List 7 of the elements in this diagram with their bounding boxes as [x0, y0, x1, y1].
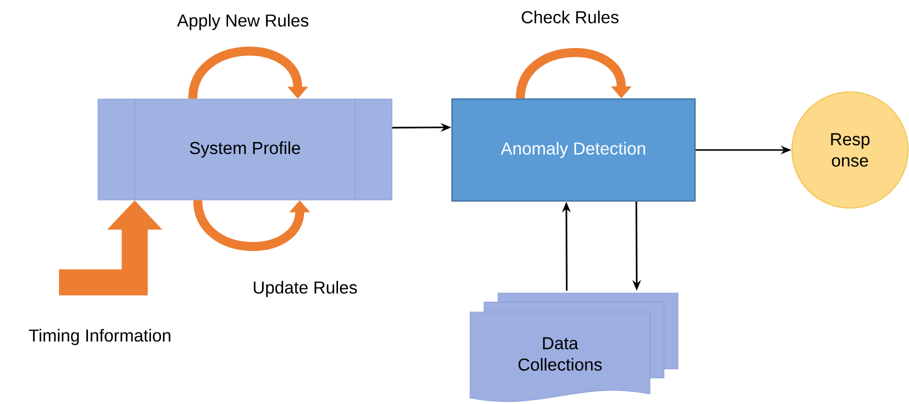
text-label: Timing Information	[28, 328, 170, 346]
process-box: System Profile	[98, 98, 392, 201]
document-stack: Data Collections	[470, 292, 678, 402]
edge-label: Update Rules	[254, 280, 357, 298]
edge-label: Check Rules	[522, 10, 618, 24]
process-box: Anomaly Detection	[451, 98, 696, 202]
edge-label: Apply New Rules	[177, 14, 308, 30]
